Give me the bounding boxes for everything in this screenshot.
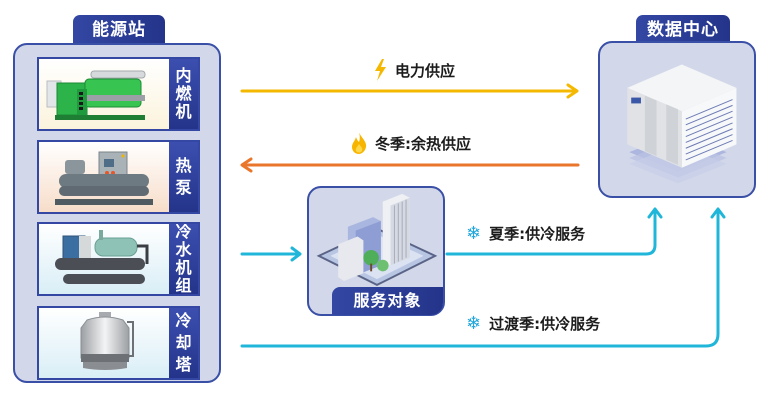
label-char: 冷 (175, 222, 192, 241)
unit-label-chiller: 冷 水 机 组 (169, 224, 198, 294)
label-char: 水 (175, 240, 192, 259)
unit-label-internal-combustion-engine: 内 燃 机 (169, 59, 198, 129)
chiller-to-service-arrow (240, 246, 302, 262)
unit-heat-pump: 热 泵 (37, 140, 200, 214)
chiller-illustration (39, 224, 171, 294)
heat-arrow (240, 157, 580, 173)
data-center-title: 数据中心 (636, 15, 730, 45)
power-supply-text: 电力供应 (395, 61, 456, 80)
label-char: 组 (175, 276, 192, 295)
data-center-panel (598, 41, 756, 198)
label-char: 热 (175, 156, 192, 175)
engine-illustration (39, 59, 171, 129)
service-object-title: 服务对象 (332, 287, 443, 315)
transition-cooling-text: 过渡季:供冷服务 (489, 315, 601, 333)
summer-cooling-text: 夏季:供冷服务 (489, 225, 586, 243)
unit-chiller: 冷 水 机 组 (37, 222, 200, 296)
lightning-icon (375, 59, 386, 81)
unit-label-cooling-tower: 冷 却 塔 (169, 308, 198, 378)
label-char: 冷 (175, 311, 192, 330)
unit-internal-combustion-engine: 内 燃 机 (37, 57, 200, 131)
cooling-tower-illustration (39, 308, 171, 378)
label-char: 机 (175, 102, 192, 121)
label-char: 塔 (175, 355, 192, 374)
snowflake-icon: ❄ (466, 222, 482, 244)
label-char: 却 (175, 333, 192, 352)
transition-cooling-label: ❄ 过渡季:供冷服务 (466, 313, 600, 334)
unit-label-heat-pump: 热 泵 (169, 142, 198, 212)
power-arrow (240, 83, 579, 99)
unit-cooling-tower: 冷 却 塔 (37, 306, 200, 380)
waste-heat-label: 冬季:余热供应 (351, 132, 471, 154)
power-supply-label: 电力供应 (373, 59, 455, 81)
label-char: 机 (175, 258, 192, 277)
heat-pump-illustration (39, 142, 171, 212)
flame-icon (352, 132, 367, 154)
energy-station-panel: 内 燃 机 热 泵 (13, 43, 221, 383)
snowflake-icon: ❄ (466, 312, 482, 334)
waste-heat-text: 冬季:余热供应 (375, 134, 471, 153)
label-char: 燃 (175, 84, 192, 103)
energy-station-title: 能源站 (73, 15, 165, 45)
summer-cooling-label: ❄ 夏季:供冷服务 (466, 223, 585, 244)
server-rack-illustration (627, 64, 737, 184)
label-char: 内 (175, 66, 192, 85)
label-char: 泵 (175, 178, 192, 197)
